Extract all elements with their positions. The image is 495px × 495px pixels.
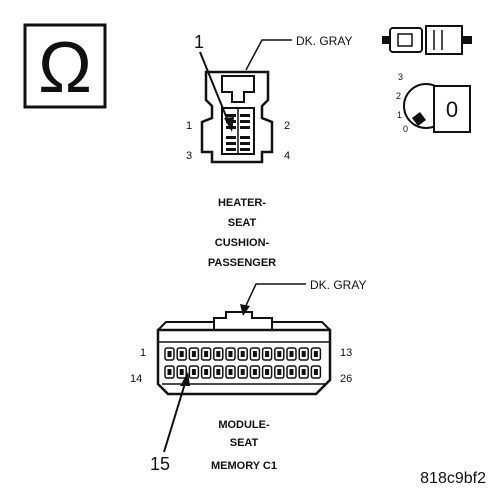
connector-housing (200, 70, 274, 164)
seat-memory-connector (156, 311, 332, 396)
terminal-cavity (176, 347, 187, 361)
terminal-cavity (188, 347, 200, 361)
terminal-pin (167, 369, 172, 375)
terminal-pin (313, 351, 318, 357)
terminal-pin (240, 351, 245, 357)
callout-1: 1 (194, 32, 204, 52)
terminal-cavities (164, 347, 322, 379)
name-line: SEAT (228, 217, 257, 229)
pin-3-label: 3 (186, 150, 192, 162)
ign-pos-2: 2 (396, 91, 401, 101)
terminal-cavity (213, 365, 224, 379)
pin-26-label: 26 (340, 373, 352, 385)
terminal-cavity (249, 365, 261, 379)
terminal-cavity (298, 365, 309, 379)
terminal-cavity (310, 365, 322, 379)
terminal-cavity (237, 365, 248, 379)
terminal-pin (277, 369, 282, 375)
ign-pos-3: 3 (398, 72, 403, 82)
terminal-cavity (286, 365, 297, 379)
terminal-pin (179, 351, 184, 357)
terminal-cavity (176, 365, 187, 379)
terminal-pin (228, 351, 233, 357)
terminal-cavity (164, 365, 175, 379)
name-line: MEMORY C1 (211, 460, 277, 472)
terminal-cavity (298, 347, 309, 361)
callout-1-leader (199, 51, 231, 127)
terminal-cavity (274, 365, 285, 379)
heater-seat-connector (200, 70, 274, 164)
ohm-symbol: Ω (38, 28, 92, 108)
key-label: 0 (446, 97, 458, 122)
terminal-pin (252, 369, 257, 375)
terminal-pin (289, 351, 294, 357)
terminal-pin (204, 369, 209, 375)
terminal-pin (301, 369, 306, 375)
ign-pos-0: 0 (403, 124, 408, 134)
terminal-cavity (261, 365, 273, 379)
terminal-cavity (274, 347, 285, 361)
connector-bottom-name: MODULE- SEAT MEMORY C1 (211, 419, 277, 472)
terminal-pin (216, 369, 221, 375)
terminal-pin (252, 351, 257, 357)
name-line: CUSHION- (215, 237, 270, 249)
terminal-cavity (249, 347, 261, 361)
terminal-cavity (286, 347, 297, 361)
color-leader-top (245, 39, 292, 71)
figure-id: 818c9bf2 (420, 470, 486, 487)
name-line: MODULE- (218, 419, 270, 431)
connector-latch (213, 311, 273, 330)
terminal-pin (240, 369, 245, 375)
terminal-cavity (225, 365, 236, 379)
name-line: HEATER- (218, 197, 266, 209)
color-label-bottom: DK. GRAY (310, 278, 366, 292)
terminal-cavity (188, 365, 200, 379)
terminal-cavity (237, 347, 248, 361)
pin-13-label: 13 (340, 347, 352, 359)
terminal-pin (191, 351, 196, 357)
terminal-pin (277, 351, 282, 357)
terminal-pin (204, 351, 209, 357)
callout-15-leader (163, 379, 187, 453)
callout-15-arrow (180, 372, 190, 386)
terminal-pin (191, 369, 196, 375)
ohm-meter-icon: Ω (23, 23, 107, 109)
terminal-pin (167, 351, 172, 357)
terminal-cavity (213, 347, 224, 361)
terminal-cavity (225, 347, 236, 361)
terminal-cavity (200, 347, 212, 361)
pin-2-label: 2 (284, 120, 290, 132)
callout-1-arrow (224, 117, 234, 132)
terminal-pin (265, 351, 270, 357)
color-label-top: DK. GRAY (296, 34, 352, 48)
terminal-pin (179, 369, 184, 375)
terminal-cavity (164, 347, 175, 361)
pin-1-label: 1 (140, 347, 146, 359)
connector-top-name: HEATER- SEAT CUSHION- PASSENGER (208, 197, 276, 269)
name-line: SEAT (230, 437, 259, 449)
connector-plug-icon (382, 25, 472, 55)
terminal-pin (216, 351, 221, 357)
pin-4-label: 4 (284, 150, 290, 162)
color-leader-bottom (242, 283, 306, 313)
terminal-pin (313, 369, 318, 375)
connector-latch (221, 75, 255, 103)
terminal-cavity (261, 347, 273, 361)
name-line: PASSENGER (208, 257, 276, 269)
terminal-pin (265, 369, 270, 375)
pin-14-label: 14 (130, 373, 142, 385)
pin-1-label: 1 (186, 120, 192, 132)
terminal-pin (289, 369, 294, 375)
ignition-key-icon: 0 3 2 1 0 (396, 72, 471, 134)
terminal-pin (228, 369, 233, 375)
ign-pos-1: 1 (397, 110, 402, 120)
terminal-pin (301, 351, 306, 357)
terminal-cavity (200, 365, 212, 379)
terminal-cavity (310, 347, 322, 361)
callout-15: 15 (150, 454, 170, 474)
